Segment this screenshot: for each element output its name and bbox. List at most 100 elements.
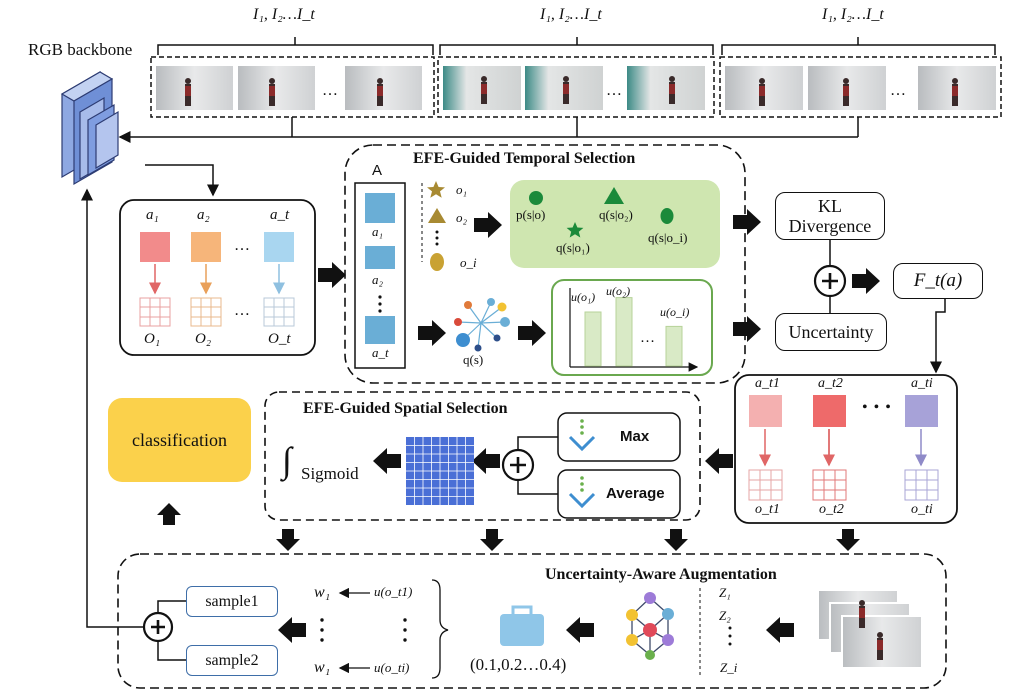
classification-label: classification (132, 429, 227, 450)
bar-label-3: u(o_i) (660, 305, 690, 319)
spatial-attention-grid (406, 437, 474, 505)
uncertainty-label-2: u(o_ti) (374, 660, 410, 675)
sample2-connector (157, 641, 186, 661)
max-pool-box (557, 412, 681, 462)
obs-oi: o_i (460, 255, 477, 270)
frame-ellipsis-3: … (890, 82, 906, 99)
posterior-dot-icon (529, 191, 543, 205)
average-pool-icon (568, 476, 596, 509)
selected-o-label-1: o_t1 (755, 502, 780, 517)
selected-a-label-3: a_ti (911, 376, 933, 391)
star-obs-icon (427, 181, 445, 198)
selected-card-3 (904, 395, 939, 501)
max-label: Max (620, 428, 650, 445)
max-to-sum-line (517, 436, 558, 450)
temporal-selection-panel (344, 144, 746, 384)
posterior-ellipse-icon (660, 208, 674, 224)
down-arrow-1 (276, 529, 300, 551)
obs-to-posterior-arrow (474, 212, 502, 238)
matrix-item-1: a₁ (372, 224, 384, 239)
obs-o2: o₂ (456, 210, 468, 225)
frames-to-backbone-connector (118, 117, 859, 143)
selected-a-label-1: a_t1 (755, 376, 780, 391)
obs-label-1: O₁ (144, 331, 161, 347)
down-arrow-3 (664, 529, 688, 551)
posterior-label-q2: q(s|o₂) (599, 207, 633, 222)
selected-o-label-3: o_ti (911, 502, 933, 517)
matrix-item-3: a_t (372, 345, 389, 360)
uncertainty-brace (431, 579, 449, 679)
obs-dots (435, 230, 439, 246)
bar-label-1: u(o₁) (571, 290, 596, 304)
selected-to-spatial-arrow (705, 448, 733, 474)
action-card-2 (190, 232, 222, 327)
z-label-3: Z_i (720, 660, 738, 675)
obs-label-2: O₂ (195, 331, 212, 347)
sigmoid-label: Sigmoid (301, 464, 359, 483)
spatial-title: EFE-Guided Spatial Selection (303, 400, 508, 417)
circle-obs-icon (430, 253, 444, 271)
kl-label-line2: Divergence (788, 216, 872, 236)
backbone-to-actions-arrow (145, 164, 219, 197)
selected-card-1 (748, 395, 783, 501)
sample1-connector (157, 600, 186, 613)
uncertainty-box: Uncertainty (775, 313, 887, 351)
sample1-box: sample1 (186, 586, 278, 617)
z-label-1: Z₁ (719, 585, 731, 600)
rgb-backbone-icon (60, 70, 119, 186)
latent-network-icon (626, 592, 674, 660)
selected-a-label-2: a_t2 (818, 376, 843, 391)
frame-group-2 (437, 37, 715, 118)
uncertainty-bars (584, 297, 683, 367)
action-label-2: a₂ (197, 207, 210, 223)
matrix-to-network-arrow (418, 320, 446, 346)
augmentation-title: Uncertainty-Aware Augmentation (545, 566, 777, 583)
obs-o1: o₁ (456, 182, 468, 197)
matrix-label: A (372, 162, 383, 179)
frame-ellipsis-1: … (322, 82, 338, 99)
sample1-label: sample1 (205, 592, 259, 610)
down-arrow-2 (480, 529, 504, 551)
uncertainty-bar (615, 297, 633, 367)
matrix-item-2: a₂ (372, 272, 384, 287)
selected-card-2 (812, 395, 847, 501)
average-label: Average (606, 485, 665, 502)
uncertainty-label: Uncertainty (788, 322, 874, 342)
sample2-box: sample2 (186, 645, 278, 676)
weight-label-2: w₁ (314, 659, 331, 676)
network-to-bars-arrow (518, 320, 546, 346)
action-card-3 (263, 232, 295, 327)
action-ellipsis-bottom: … (234, 302, 250, 319)
matrix-cell-3 (365, 316, 395, 344)
posterior-label-qi: q(s|o_i) (648, 230, 688, 245)
matrix-cell-1 (365, 193, 395, 223)
selected-ellipsis: • • • (862, 399, 892, 416)
q-s-network-icon (454, 298, 510, 352)
action-card-1 (139, 232, 171, 327)
action-label-3: a_t (270, 207, 290, 223)
action-ellipsis-top: … (234, 237, 250, 254)
posterior-label-q1: q(s|o₁) (556, 240, 590, 255)
down-arrow-4 (836, 529, 860, 551)
ft-label: F_t(a) (913, 270, 963, 291)
augmentation-panel (117, 553, 947, 689)
bar-ellipsis: … (640, 330, 655, 346)
classification-box: classification (108, 398, 251, 482)
max-pool-icon (568, 419, 596, 452)
network-to-briefcase-arrow (566, 617, 594, 643)
selected-cards-panel (734, 374, 958, 524)
weight-dots (320, 618, 407, 642)
temporal-title: EFE-Guided Temporal Selection (413, 150, 636, 167)
ft-to-selected-arrow (930, 299, 946, 374)
integral-symbol: ∫ (282, 440, 292, 480)
uncertainty-bar (665, 325, 683, 367)
bar-label-2: u(o₂) (606, 284, 631, 298)
z-label-2: Z₂ (719, 608, 731, 623)
weight-label-1: w₁ (314, 584, 331, 601)
augment-to-backbone-arrow (81, 188, 155, 628)
selected-o-label-2: o_t2 (819, 502, 844, 517)
frame-header-2: I₁, I₂…I_t (540, 6, 602, 23)
images-to-latent-arrow (766, 617, 794, 643)
posterior-panel (510, 180, 720, 268)
frame-ellipsis-2: … (606, 82, 622, 99)
